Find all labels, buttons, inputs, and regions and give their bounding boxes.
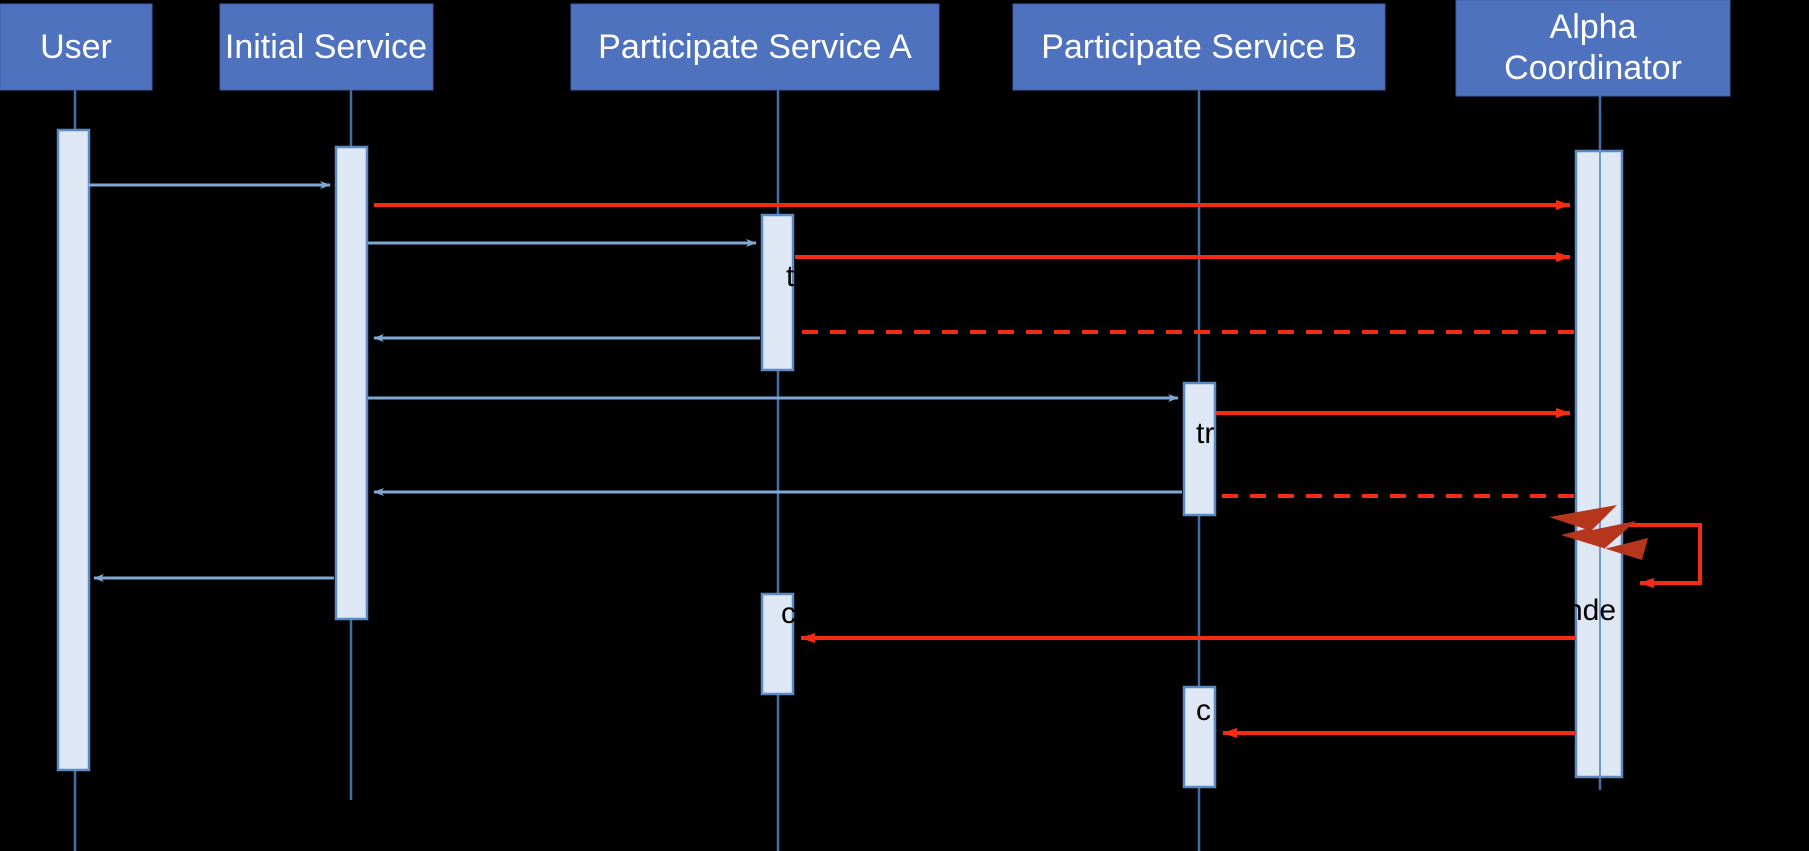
activation-participate-service-b-1 <box>1182 381 1217 517</box>
activation-initial-service <box>334 145 369 621</box>
participant-headers-layer: User Initial Service Participate Service… <box>0 0 1731 97</box>
message-label-m13: c <box>1196 694 1211 727</box>
participant-label-alpha-coordinator-line2: Coordinator <box>1504 49 1682 87</box>
activation-participate-service-b-2 <box>1182 685 1217 789</box>
activations-layer <box>56 128 1624 789</box>
activation-user <box>56 128 91 772</box>
activation-participate-service-a-1 <box>760 213 795 372</box>
participant-alpha-coordinator[interactable]: Alpha Coordinator <box>1455 0 1731 97</box>
participant-box-alpha-coordinator[interactable] <box>1455 0 1731 97</box>
self-message-label: nde <box>1566 594 1616 627</box>
participant-label-participate-service-b: Participate Service B <box>1041 28 1357 66</box>
activation-participate-service-a-2 <box>760 592 795 696</box>
message-label-m8: tr <box>1196 417 1214 450</box>
participant-box-initial-service[interactable] <box>219 3 434 91</box>
participant-user[interactable]: User <box>0 3 153 91</box>
participant-box-user[interactable] <box>0 3 153 91</box>
participant-participate-service-a[interactable]: Participate Service A <box>570 3 940 91</box>
lightning-bolt-icon <box>1549 505 1648 560</box>
participant-initial-service[interactable]: Initial Service <box>219 3 434 91</box>
participant-box-participate-service-b[interactable] <box>1012 3 1386 91</box>
message-label-m12: c <box>781 597 796 630</box>
participant-label-user: User <box>40 28 112 66</box>
message-labels-layer: t tr nde c c <box>781 260 1616 727</box>
failure-bolt-group <box>1549 505 1648 560</box>
message-label-m4: t <box>786 260 795 293</box>
self-message-path <box>1624 523 1702 588</box>
messages-layer <box>88 181 1576 738</box>
self-message-alpha-coordinator[interactable] <box>1624 523 1702 588</box>
participant-participate-service-b[interactable]: Participate Service B <box>1012 3 1386 91</box>
participant-box-participate-service-a[interactable] <box>570 3 940 91</box>
participant-label-initial-service: Initial Service <box>225 28 427 66</box>
participant-label-participate-service-a: Participate Service A <box>598 28 912 66</box>
participant-label-alpha-coordinator-line1: Alpha <box>1550 8 1637 46</box>
